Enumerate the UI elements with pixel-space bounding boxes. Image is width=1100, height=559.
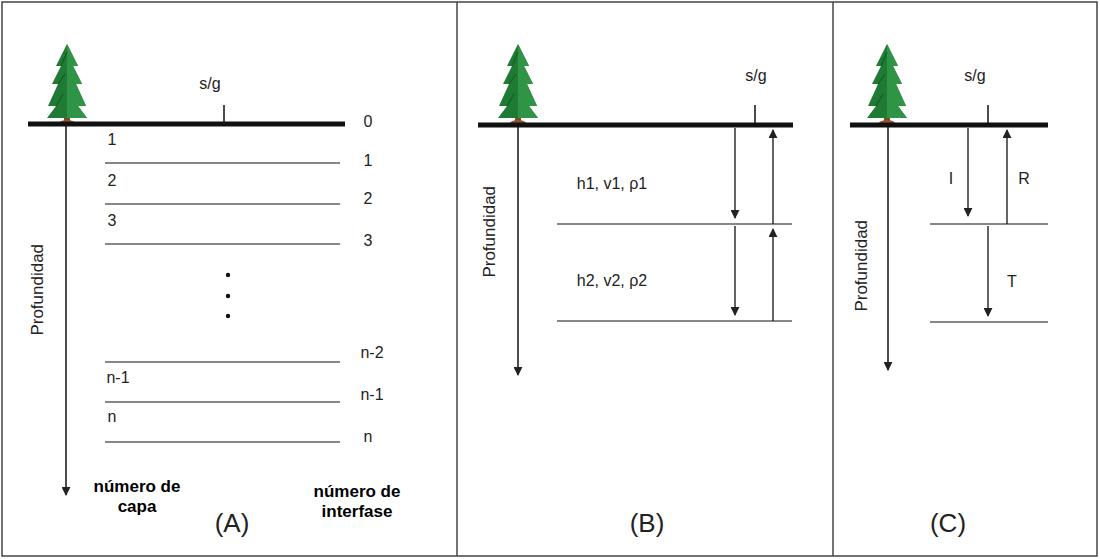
ray-arrows (735, 128, 773, 321)
continuation-dots (226, 273, 230, 318)
wave-label: I (949, 170, 953, 188)
wave-label: T (1007, 273, 1017, 291)
ground-surface (28, 122, 345, 127)
tree-icon (498, 44, 538, 126)
axis-label: Profundidad (480, 186, 500, 278)
ray-arrows (968, 128, 1007, 316)
source-receiver-label: s/g (964, 67, 985, 85)
source-receiver-label: s/g (199, 75, 220, 93)
layer-properties: h1, v1, ρ1 (577, 175, 647, 193)
interface-number: 3 (364, 232, 373, 250)
layer-number: 3 (108, 212, 117, 230)
layer-number: 1 (108, 131, 117, 149)
column-caption: número de interfase (297, 482, 417, 521)
source-receiver-label: s/g (745, 67, 766, 85)
depth-arrow (517, 125, 519, 375)
wave-label: R (1018, 170, 1030, 188)
interface-number: 1 (364, 152, 373, 170)
layer-number: n-1 (106, 369, 129, 387)
interface-lines (930, 224, 1048, 322)
source-receiver-tick (987, 105, 989, 125)
interface-lines (105, 163, 340, 442)
panel-divider (456, 2, 458, 556)
source-receiver-tick (754, 105, 756, 125)
axis-label: Profundidad (28, 244, 48, 336)
interface-number: n-1 (360, 386, 383, 404)
panel-letter: (C) (930, 509, 966, 539)
ground-surface (850, 123, 1048, 128)
axis-label: Profundidad (852, 220, 872, 312)
depth-arrow (65, 124, 67, 495)
panel-letter: (B) (630, 509, 665, 539)
interface-number: 0 (364, 113, 373, 131)
interface-number: 2 (364, 190, 373, 208)
tree-icon (47, 44, 87, 126)
interface-number: n (364, 428, 373, 446)
layer-number: n (108, 408, 117, 426)
panel-divider (832, 2, 834, 556)
interface-lines (557, 224, 792, 321)
ground-surface (478, 123, 793, 128)
layer-number: 2 (108, 172, 117, 190)
column-caption: número de capa (87, 477, 187, 516)
interface-number: n-2 (360, 344, 383, 362)
tree-icon (867, 44, 907, 126)
source-receiver-tick (223, 105, 225, 124)
depth-arrow (887, 125, 889, 370)
panel-letter: (A) (215, 509, 250, 539)
layer-properties: h2, v2, ρ2 (577, 272, 647, 290)
